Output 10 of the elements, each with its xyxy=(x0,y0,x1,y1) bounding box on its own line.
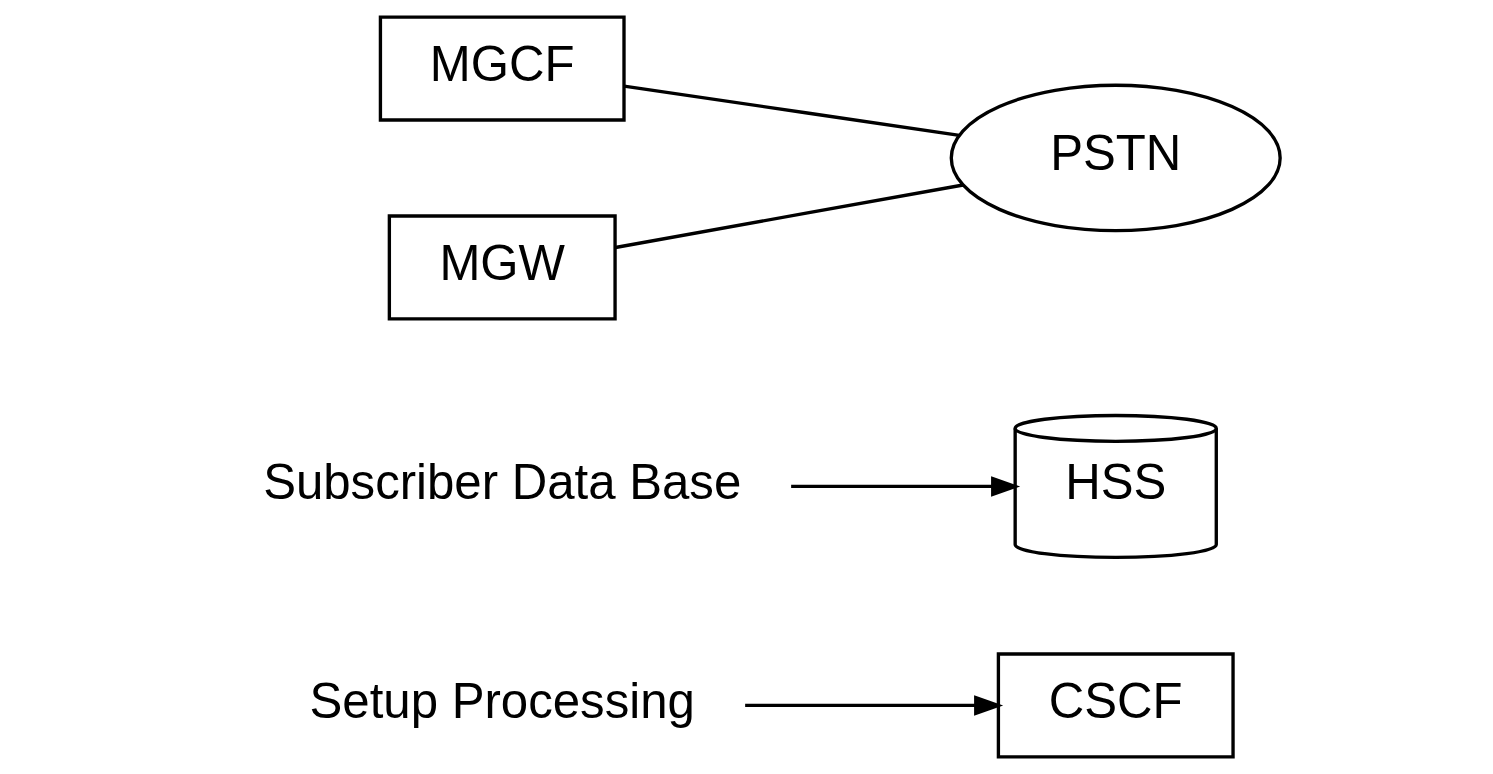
arrow xyxy=(744,695,1003,716)
connector xyxy=(614,183,963,250)
arrow xyxy=(790,476,1020,497)
node-text: Setup Processing xyxy=(309,672,695,728)
node-box: MGW xyxy=(387,214,617,321)
node-text: Subscriber Data Base xyxy=(262,453,741,509)
node-box: MGCF xyxy=(378,15,626,122)
node-ellipse: PSTN xyxy=(949,83,1282,233)
node-box: CSCF xyxy=(996,652,1235,759)
connector xyxy=(623,84,960,137)
